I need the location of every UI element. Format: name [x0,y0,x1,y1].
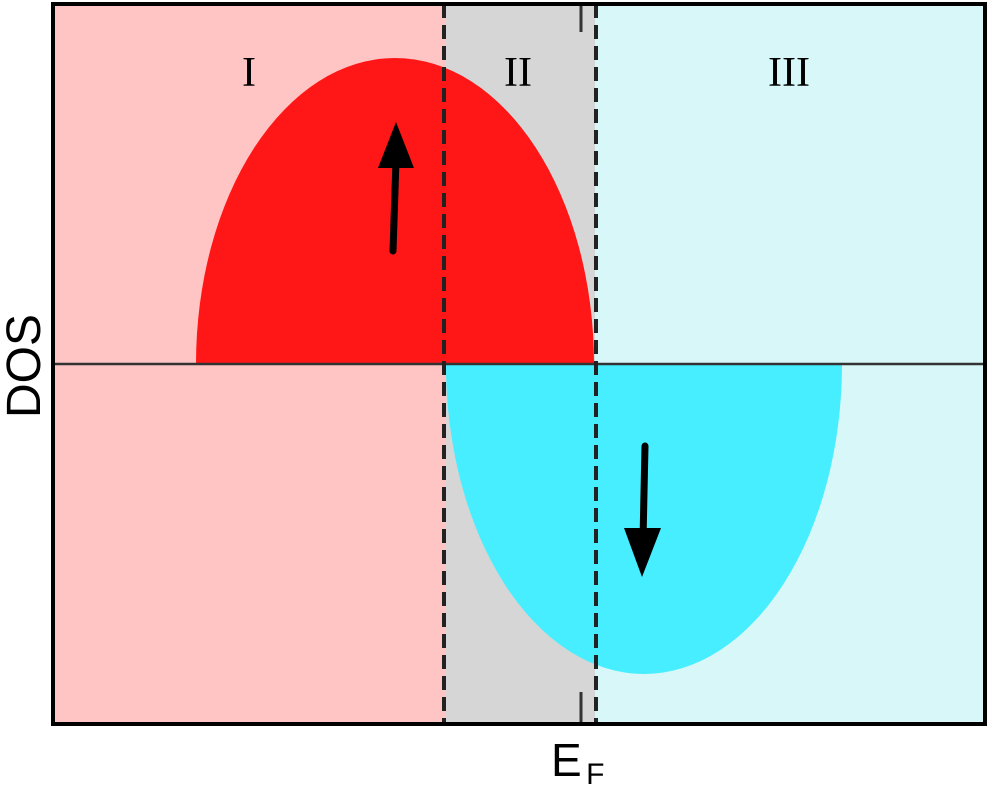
region-iii-label: III [768,50,810,96]
down-arrow-icon [624,442,661,577]
x-axis-label-main: E [551,734,582,785]
x-axis-label-subscript: F [586,758,604,785]
region-ii-label: II [504,50,532,96]
y-axis-label: DOS [0,314,51,418]
plot-frame [51,2,987,726]
up-arrow-icon [378,122,414,255]
region-i-label: I [242,50,256,96]
x-axis-label: E F [551,734,604,785]
